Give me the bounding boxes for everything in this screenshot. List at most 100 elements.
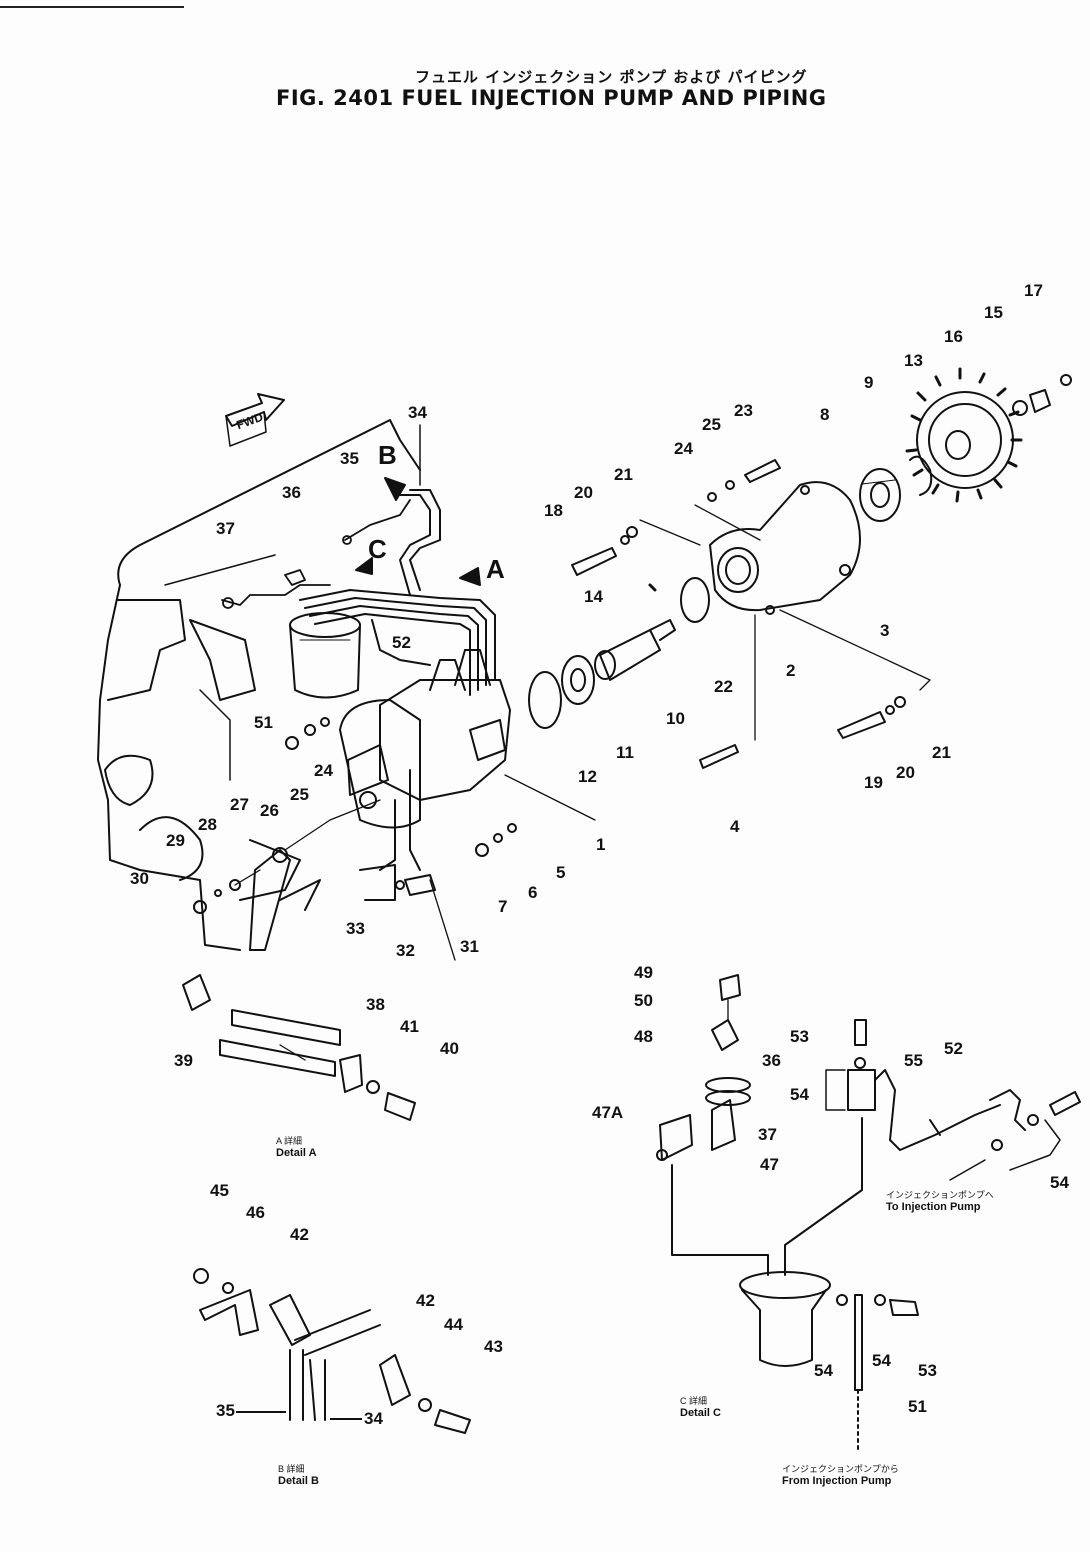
- callout-33: 33: [346, 919, 365, 938]
- callout-16: 16: [944, 327, 963, 346]
- bearing-8: [859, 468, 901, 522]
- detail-b-caption-en: Detail B: [278, 1474, 319, 1487]
- key-14: [648, 583, 657, 592]
- callout-40: 40: [440, 1039, 459, 1058]
- gear-13: [905, 367, 1023, 503]
- pump-nuts-5-7: [475, 823, 517, 857]
- callout-35b: 35: [216, 1401, 235, 1420]
- detail-a-caption-jp: A 詳細: [276, 1136, 303, 1146]
- view-arrow-c: C: [368, 534, 387, 564]
- shaft-10: [594, 619, 676, 681]
- callout-15: 15: [984, 303, 1003, 322]
- overflow-pipe: [221, 569, 331, 609]
- from-pump-note-jp: インジェクションポンプから: [782, 1464, 899, 1474]
- page-title: FIG. 2401 FUEL INJECTION PUMP AND PIPING: [276, 86, 827, 110]
- leader-34b: [330, 1418, 362, 1420]
- pump-drive-housing: [709, 481, 861, 615]
- callout-42b: 42: [416, 1291, 435, 1310]
- callout-1: 1: [596, 835, 606, 854]
- callout-47a: 47A: [592, 1103, 624, 1122]
- callout-21a: 21: [614, 465, 633, 484]
- leader-lines: [234, 504, 931, 961]
- callout-2: 2: [786, 661, 796, 680]
- callout-53a: 53: [790, 1027, 809, 1046]
- callout-54a: 54: [790, 1085, 809, 1104]
- callout-25b: 25: [290, 785, 309, 804]
- detail-a-drawing: [182, 974, 416, 1121]
- bearing-11: [561, 655, 595, 705]
- callout-26: 26: [260, 801, 279, 820]
- callout-36a: 36: [282, 483, 301, 502]
- callout-30: 30: [130, 869, 149, 888]
- callout-45: 45: [210, 1181, 229, 1200]
- detail-b-caption-jp: B 詳細: [278, 1464, 305, 1474]
- callout-12: 12: [578, 767, 597, 786]
- callout-34a: 34: [408, 403, 427, 422]
- callout-55: 55: [904, 1051, 923, 1070]
- to-pump-note-jp: インジェクションポンプへ: [886, 1190, 994, 1200]
- view-arrow-b: B: [378, 440, 397, 470]
- detail-a-caption-en: Detail A: [276, 1146, 317, 1159]
- detail-a-caption: A 詳細 Detail A: [276, 1136, 317, 1160]
- callout-54d: 54: [872, 1351, 891, 1370]
- callout-18: 18: [544, 501, 563, 520]
- callout-3: 3: [880, 621, 890, 640]
- callout-5: 5: [556, 863, 566, 882]
- callout-20b: 20: [896, 763, 915, 782]
- callout-29: 29: [166, 831, 185, 850]
- callout-34b: 34: [364, 1409, 383, 1428]
- snap-ring-9: [909, 455, 933, 496]
- callout-24b: 24: [314, 761, 333, 780]
- fuel-filter-main: [289, 612, 361, 699]
- callout-35a: 35: [340, 449, 359, 468]
- callout-44: 44: [444, 1315, 463, 1334]
- callout-13: 13: [904, 351, 923, 370]
- injection-pump-body: [339, 649, 511, 871]
- callout-38: 38: [366, 995, 385, 1014]
- callout-24a: 24: [674, 439, 693, 458]
- callout-25a: 25: [702, 415, 721, 434]
- callout-23: 23: [734, 401, 753, 420]
- title-japanese: フュエル インジェクション ポンプ および パイピング: [415, 68, 808, 86]
- callout-54c: 54: [814, 1361, 833, 1380]
- bracket-54: [825, 1069, 846, 1111]
- callout-7: 7: [498, 897, 508, 916]
- callout-6: 6: [528, 883, 538, 902]
- leader-35b: [236, 1411, 286, 1413]
- callout-41: 41: [400, 1017, 419, 1036]
- callout-21b: 21: [932, 743, 951, 762]
- callout-43: 43: [484, 1337, 503, 1356]
- detail-c-caption-en: Detail C: [680, 1406, 721, 1419]
- governor-linkage: [193, 717, 436, 951]
- callout-52a: 52: [392, 633, 411, 652]
- callout-49: 49: [634, 963, 653, 982]
- callout-42a: 42: [290, 1225, 309, 1244]
- callout-46: 46: [246, 1203, 265, 1222]
- o-ring-22: [680, 577, 710, 623]
- detail-b-caption: B 詳細 Detail B: [278, 1464, 319, 1488]
- callout-51b: 51: [908, 1397, 927, 1416]
- callout-39: 39: [174, 1051, 193, 1070]
- callout-36b: 36: [762, 1051, 781, 1070]
- callout-53b: 53: [918, 1361, 937, 1380]
- callout-14: 14: [584, 587, 603, 606]
- callout-11: 11: [616, 743, 634, 762]
- callout-10: 10: [666, 709, 685, 728]
- injection-pipes: [299, 489, 496, 696]
- to-pump-note-en: To Injection Pump: [886, 1200, 981, 1213]
- callout-27: 27: [230, 795, 249, 814]
- callout-9: 9: [864, 373, 874, 392]
- callout-17: 17: [1024, 281, 1043, 300]
- to-injection-pump-note: インジェクションポンプへ To Injection Pump: [886, 1190, 994, 1214]
- callout-51a: 51: [254, 713, 273, 732]
- callout-37b: 37: [758, 1125, 777, 1144]
- callout-19: 19: [864, 773, 883, 792]
- detail-c-caption: C 詳細 Detail C: [680, 1396, 721, 1420]
- callout-4: 4: [730, 817, 740, 836]
- pipe-35: [342, 499, 411, 545]
- callout-52b: 52: [944, 1039, 963, 1058]
- callout-50: 50: [634, 991, 653, 1010]
- from-pump-note-en: From Injection Pump: [782, 1474, 892, 1487]
- detail-c-caption-jp: C 詳細: [680, 1396, 708, 1406]
